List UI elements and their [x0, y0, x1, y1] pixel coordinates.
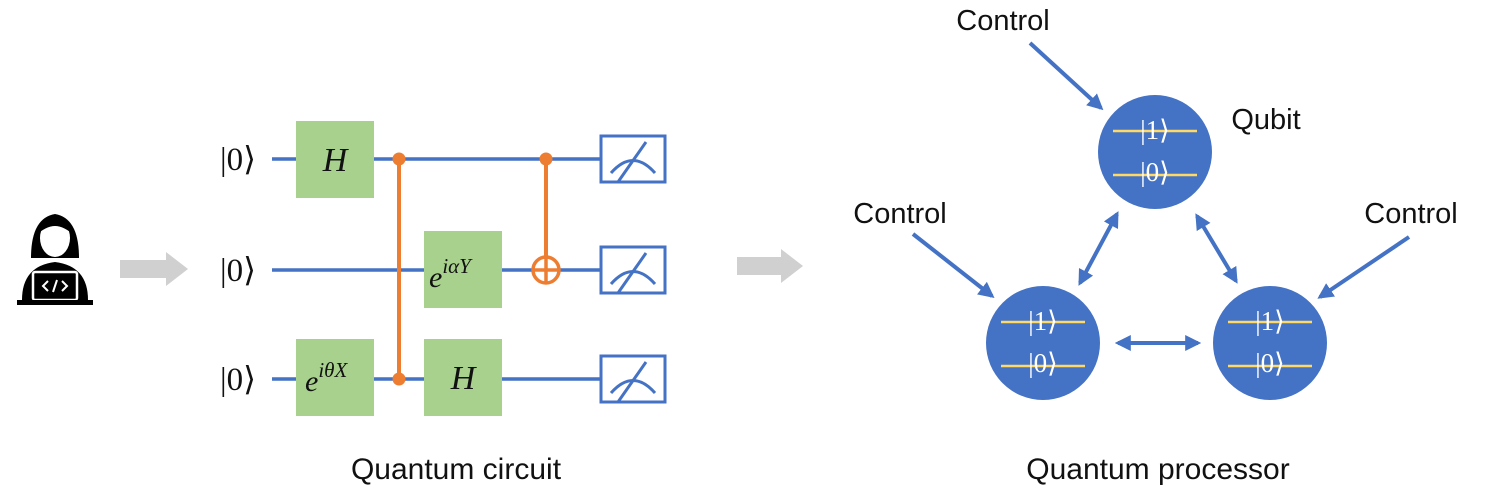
control-arrow-top — [1028, 41, 1104, 111]
qubit-top-level-1: |1⟩ — [1140, 115, 1169, 145]
hadamard-gate-top — [296, 121, 374, 198]
rotation-gate-alpha-label: eiαY — [429, 254, 473, 294]
programmer-laptop-icon — [17, 214, 93, 305]
qubit-right-level-1: |1⟩ — [1255, 306, 1284, 336]
qubit-left-level-0: |0⟩ — [1028, 348, 1057, 378]
quantum-circuit: |0⟩ |0⟩ |0⟩ H eiθX eiαY H — [220, 121, 667, 486]
measurement-meter-icon — [599, 354, 667, 404]
control-arrow-left — [911, 232, 995, 298]
control-arrow-right — [1317, 235, 1411, 299]
control-label-right: Control — [1364, 198, 1458, 230]
input-state-1: |0⟩ — [220, 142, 256, 178]
input-state-2: |0⟩ — [220, 253, 256, 289]
hadamard-gate-bottom-label: H — [450, 360, 478, 397]
circuit-caption: Quantum circuit — [351, 453, 562, 486]
hadamard-gate-bottom — [424, 339, 502, 416]
coupling-arrow-top-right — [1195, 213, 1238, 284]
qubit-node-left: |1⟩ |0⟩ — [986, 286, 1100, 400]
control-dot-top — [392, 152, 406, 166]
qubit-left-level-1: |1⟩ — [1028, 306, 1057, 336]
coupling-arrow-top-left — [1078, 211, 1119, 286]
processor-caption: Quantum processor — [1026, 453, 1289, 486]
control-dot-bottom — [392, 372, 406, 386]
quantum-processor: |1⟩ |0⟩ |1⟩ |0⟩ |1⟩ |0⟩ Control Contr — [853, 5, 1458, 486]
rotation-gate-theta-label: eiθX — [305, 358, 348, 398]
measurement-meter-icon — [599, 245, 667, 295]
rotation-gate-theta — [296, 339, 374, 416]
qubit-label: Qubit — [1231, 104, 1300, 136]
cnot-control-dot — [539, 152, 553, 166]
measurement-meter-icon — [599, 134, 667, 184]
qubit-top-level-0: |0⟩ — [1140, 157, 1169, 187]
rotation-gate-alpha — [424, 231, 502, 308]
hadamard-gate-top-label: H — [322, 142, 350, 179]
qubit-node-top: |1⟩ |0⟩ — [1098, 95, 1212, 209]
qubit-node-right: |1⟩ |0⟩ — [1213, 286, 1327, 400]
flow-arrow-2 — [737, 249, 803, 283]
qubit-right-level-0: |0⟩ — [1255, 348, 1284, 378]
control-label-top: Control — [956, 5, 1050, 37]
input-state-3: |0⟩ — [220, 362, 256, 398]
flow-arrow-1 — [120, 252, 188, 286]
control-label-left: Control — [853, 198, 947, 230]
